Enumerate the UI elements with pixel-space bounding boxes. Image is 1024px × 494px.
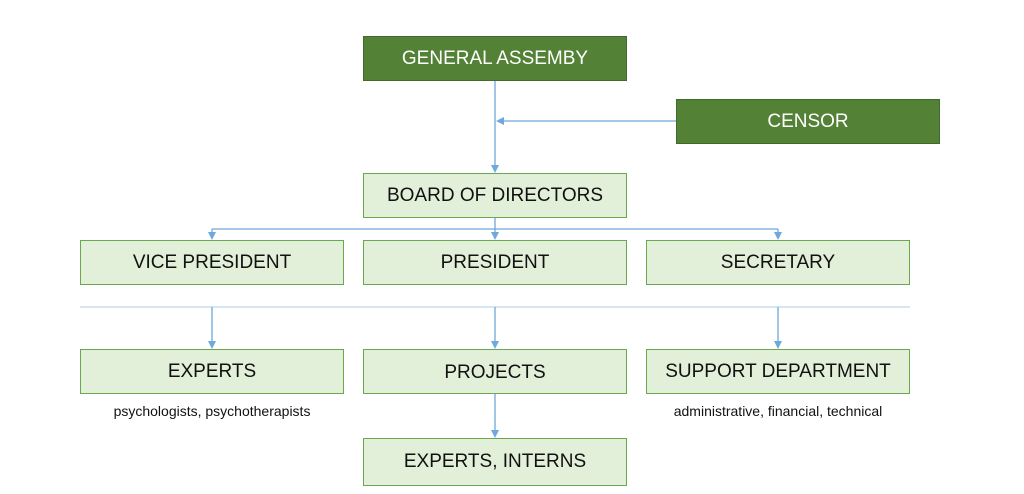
support-department-caption: administrative, financial, technical <box>673 403 883 419</box>
node-experts-interns: EXPERTS, INTERNS <box>363 438 627 486</box>
node-board-of-directors: BOARD OF DIRECTORS <box>363 173 627 218</box>
node-experts: EXPERTS <box>80 349 344 394</box>
node-president: PRESIDENT <box>363 240 627 285</box>
node-censor: CENSOR <box>676 99 940 144</box>
node-projects: PROJECTS <box>363 349 627 394</box>
node-secretary: SECRETARY <box>646 240 910 285</box>
node-general-assembly: GENERAL ASSEMBY <box>363 36 627 81</box>
node-vice-president: VICE PRESIDENT <box>80 240 344 285</box>
node-support-department: SUPPORT DEPARTMENT <box>646 349 910 394</box>
experts-caption: psychologists, psychotherapists <box>113 403 311 419</box>
